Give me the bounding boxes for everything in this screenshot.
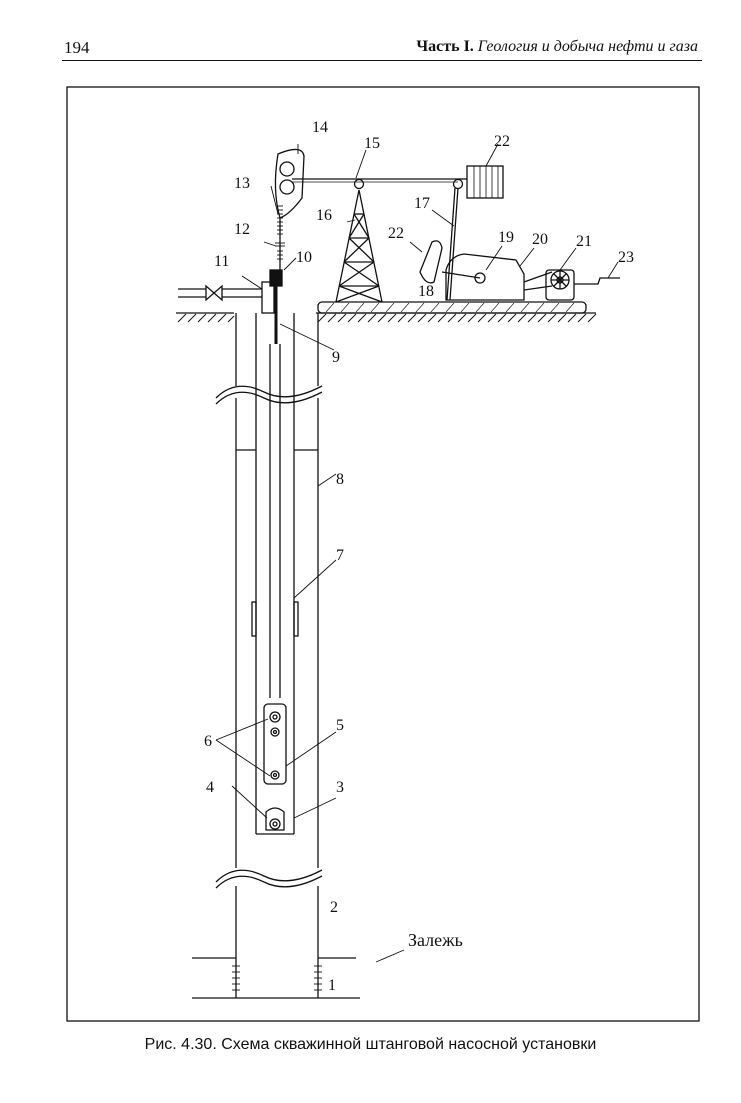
callout-20: 20 [532, 231, 548, 248]
unit-base [318, 302, 586, 313]
callout-1: 1 [328, 977, 336, 994]
callout-11: 11 [214, 253, 229, 270]
perforations [232, 966, 322, 990]
callout-21: 21 [576, 233, 592, 250]
callout-12: 12 [234, 221, 250, 238]
leader-lines [216, 144, 618, 962]
callout-23: 23 [618, 249, 634, 266]
callout-3: 3 [336, 779, 344, 796]
horse-head [275, 149, 304, 218]
sucker-rod-pump-diagram: 1 2 3 4 5 6 7 8 9 10 11 12 13 14 15 16 1… [66, 86, 700, 1022]
callout-7: 7 [336, 547, 344, 564]
page-number: 194 [64, 38, 90, 58]
callout-16: 16 [316, 207, 332, 224]
running-title: Часть I. Геология и добыча нефти и газа [416, 38, 698, 56]
callout-17: 17 [414, 195, 430, 212]
deposit-label: Залежь [408, 930, 463, 950]
callout-6: 6 [204, 733, 212, 750]
stuffing-box [270, 270, 282, 286]
base-hatch [326, 303, 574, 312]
samson-post [336, 180, 382, 303]
page-header: 194 Часть I. Геология и добыча нефти и г… [62, 36, 702, 61]
running-title-subtitle: Геология и добыча нефти и газа [478, 38, 698, 55]
callout-8: 8 [336, 471, 344, 488]
belt [524, 272, 552, 282]
callout-5: 5 [336, 717, 344, 734]
callout-22-crank: 22 [388, 225, 404, 242]
callout-18: 18 [418, 283, 434, 300]
callout-15: 15 [364, 135, 380, 152]
callout-2: 2 [330, 899, 338, 916]
ground-hatch [178, 314, 596, 322]
callout-19: 19 [498, 229, 514, 246]
pump-plunger [264, 704, 286, 784]
running-title-part: Часть I. [416, 38, 473, 55]
power-cable [574, 278, 620, 284]
callout-4: 4 [206, 779, 214, 796]
figure-border [67, 87, 699, 1021]
callout-9: 9 [332, 349, 340, 366]
callout-14: 14 [312, 119, 328, 136]
crank-counterweight [420, 241, 442, 283]
callout-13: 13 [234, 175, 250, 192]
callout-22-top: 22 [494, 133, 510, 150]
flowline-valve [206, 286, 222, 300]
figure-caption: Рис. 4.30. Схема скважинной штанговой на… [0, 1036, 741, 1054]
break-line-2a [216, 870, 322, 882]
callout-10: 10 [296, 249, 312, 266]
break-line-1a [216, 386, 322, 398]
